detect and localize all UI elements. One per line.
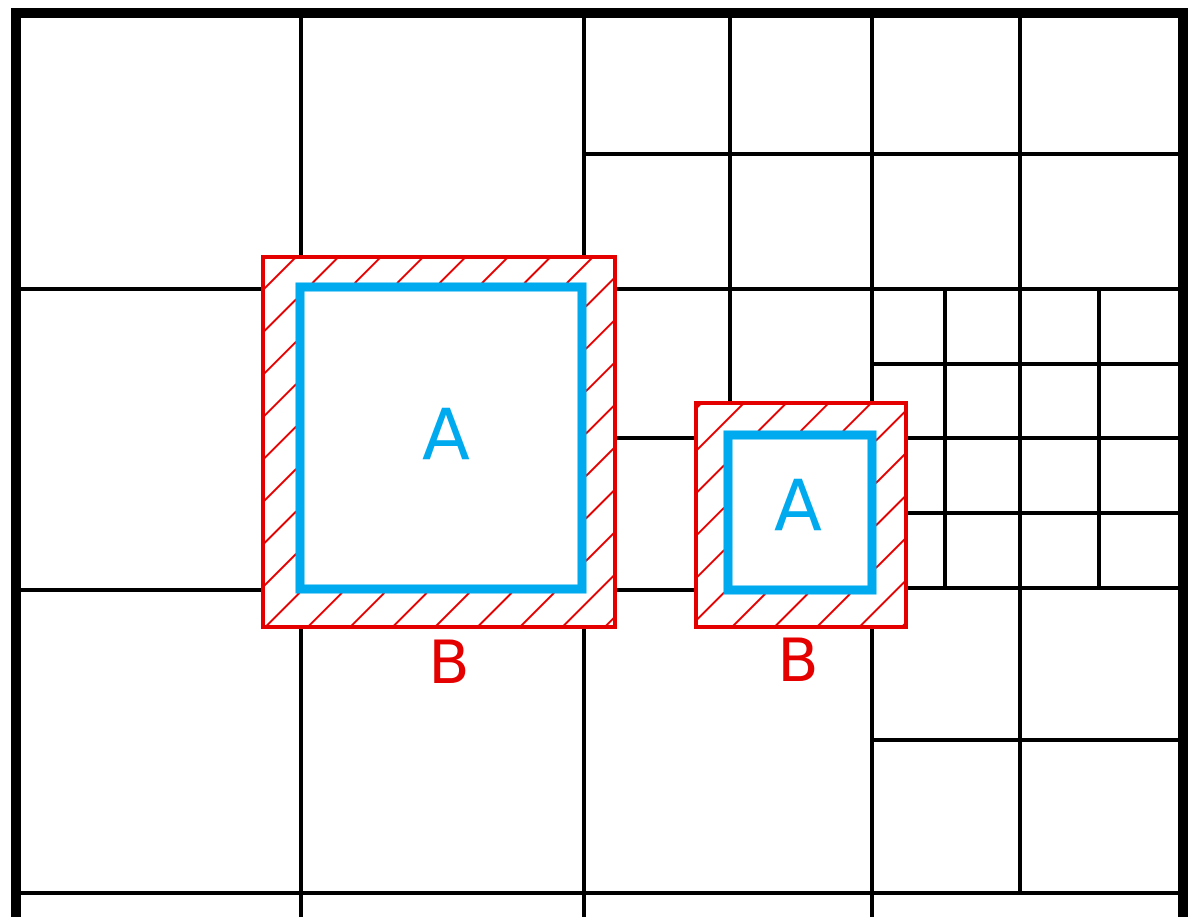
region-b-label: B: [777, 626, 818, 696]
region-a-box: [295, 282, 587, 594]
region-a-label: A: [422, 394, 470, 476]
outer-frame: [11, 8, 1188, 917]
region-group-small: A B: [694, 401, 908, 696]
region-a-box: [723, 430, 877, 595]
region-b-label: B: [428, 628, 469, 698]
region-a-label: A: [774, 465, 822, 547]
region-group-large: A B: [261, 255, 617, 698]
